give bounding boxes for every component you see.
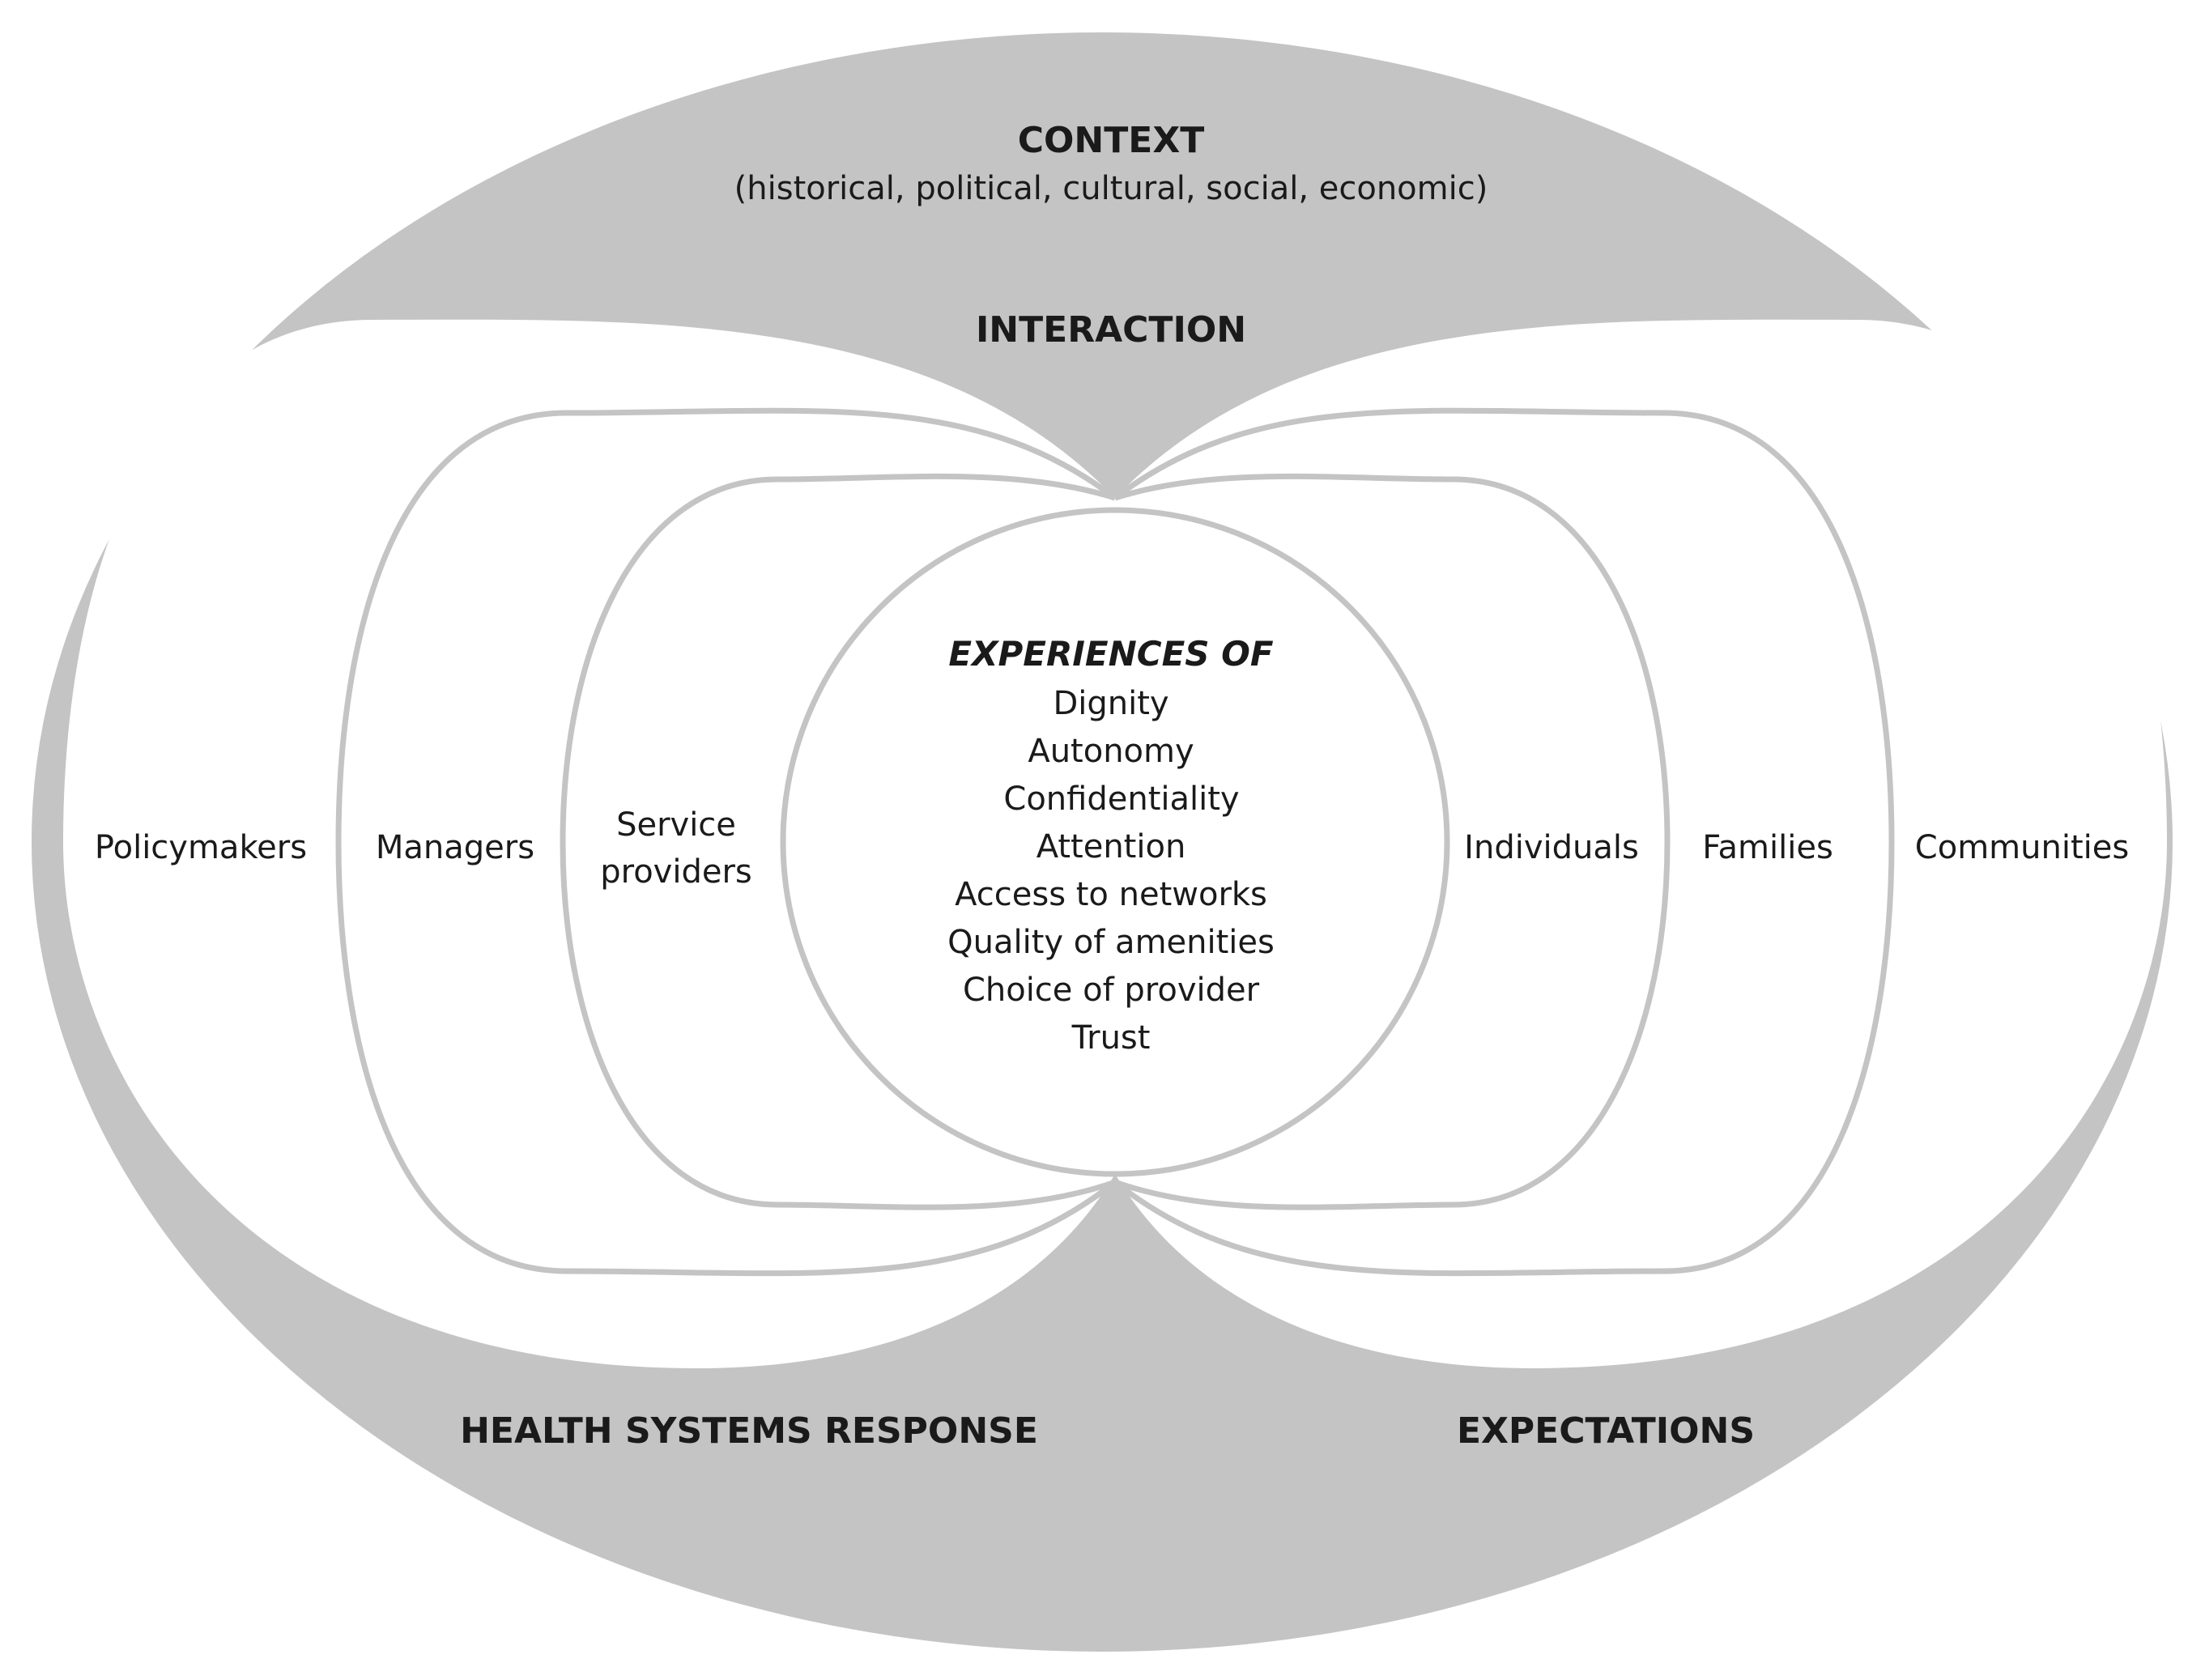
level-policymakers: Policymakers [95, 829, 307, 866]
experience-item: Trust [1071, 1019, 1151, 1057]
experiences-title: EXPERIENCES OF [948, 634, 1273, 674]
right-ring-inner [1113, 473, 1671, 1210]
experience-item: Choice of provider [963, 972, 1260, 1009]
health-systems-response-label: HEALTH SYSTEMS RESPONSE [460, 1410, 1038, 1452]
experience-item: Quality of amenities [947, 924, 1275, 961]
left-ring-outer [335, 407, 1117, 1277]
experience-item: Autonomy [1028, 733, 1194, 770]
level-communities: Communities [1915, 829, 2129, 866]
interaction-label: INTERACTION [976, 309, 1246, 351]
context-title: CONTEXT [1018, 120, 1205, 161]
context-subtitle: (historical, political, cultural, social… [734, 170, 1488, 207]
level-individuals: Individuals [1464, 829, 1639, 866]
right-lobe [1115, 319, 2167, 1368]
right-ring-outer [1113, 407, 1895, 1277]
left-lobe [63, 319, 1115, 1368]
experience-item: Access to networks [955, 876, 1267, 913]
experience-item: Confidentiality [1003, 780, 1239, 818]
level-service-providers-line2: providers [600, 853, 752, 891]
expectations-label: EXPECTATIONS [1457, 1410, 1755, 1452]
level-families: Families [1702, 829, 1833, 866]
center-circle [780, 507, 1450, 1177]
left-ring-inner [560, 473, 1117, 1210]
experience-item: Dignity [1053, 685, 1168, 722]
experience-item: Attention [1037, 828, 1186, 866]
level-service-providers-line1: Service [616, 806, 736, 844]
level-managers: Managers [376, 829, 534, 866]
